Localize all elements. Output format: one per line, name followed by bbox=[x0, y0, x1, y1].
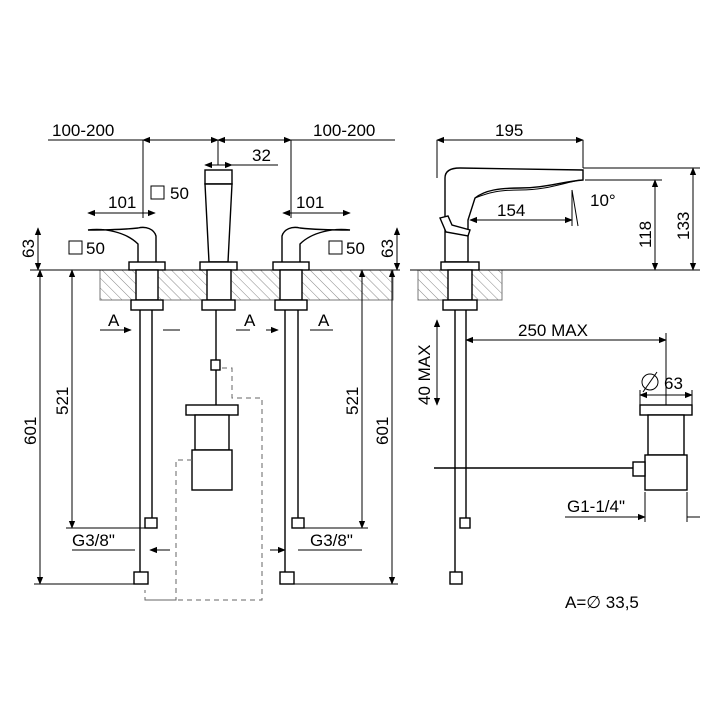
waste-front bbox=[144, 367, 263, 601]
dim-spacing-right: 100-200 bbox=[313, 121, 375, 140]
label-a-left: A bbox=[108, 311, 120, 330]
dim-waste-thread: G1-1/4" bbox=[567, 497, 625, 516]
dim-handle-width-right: 101 bbox=[296, 193, 324, 212]
dim-waste-diameter: 63 bbox=[664, 374, 683, 393]
dim-rod-length: 250 MAX bbox=[518, 321, 588, 340]
dim-side-height-total: 133 bbox=[674, 212, 693, 240]
note-a-diameter: A=∅ 33,5 bbox=[565, 593, 639, 612]
hoses-front bbox=[133, 310, 305, 585]
dim-side-reach: 154 bbox=[497, 201, 525, 220]
dim-spout-width: 32 bbox=[252, 146, 271, 165]
side-dimensions: 195 154 10° 118 133 40 MAX 250 MAX 63 bbox=[415, 121, 700, 612]
dim-side-angle: 10° bbox=[590, 191, 616, 210]
dim-thread-left: G3/8" bbox=[72, 531, 115, 550]
front-view: 100-200 100-200 32 50 101 101 50 50 63 6… bbox=[19, 121, 401, 601]
dim-hose-length-left: 521 bbox=[53, 387, 72, 415]
label-a-center: A bbox=[244, 311, 256, 330]
dim-side-length: 195 bbox=[495, 121, 523, 140]
dim-square-left: 50 bbox=[86, 239, 105, 258]
label-a-right: A bbox=[318, 311, 330, 330]
left-mixer-handle bbox=[87, 226, 166, 311]
dim-handle-width-left: 101 bbox=[108, 193, 136, 212]
dim-pull-rod-max: 40 MAX bbox=[415, 345, 434, 405]
dim-square-spout: 50 bbox=[170, 184, 189, 203]
dim-height-left: 63 bbox=[19, 239, 38, 258]
dim-thread-right: G3/8" bbox=[310, 531, 353, 550]
dim-spacing-left: 100-200 bbox=[52, 121, 114, 140]
side-waste bbox=[632, 404, 693, 491]
dim-total-length-right: 601 bbox=[373, 417, 392, 445]
dim-height-right: 63 bbox=[378, 239, 397, 258]
dim-hose-length-right: 521 bbox=[343, 387, 362, 415]
front-dimensions: 100-200 100-200 32 50 101 101 50 50 63 6… bbox=[19, 121, 401, 585]
dim-side-height-spout: 118 bbox=[636, 221, 655, 248]
center-spout bbox=[199, 169, 238, 311]
dim-square-right: 50 bbox=[346, 239, 365, 258]
dim-total-length-left: 601 bbox=[21, 417, 40, 445]
right-mixer-handle bbox=[272, 226, 351, 311]
side-view: 195 154 10° 118 133 40 MAX 250 MAX 63 bbox=[410, 121, 700, 612]
side-spout bbox=[434, 167, 635, 585]
